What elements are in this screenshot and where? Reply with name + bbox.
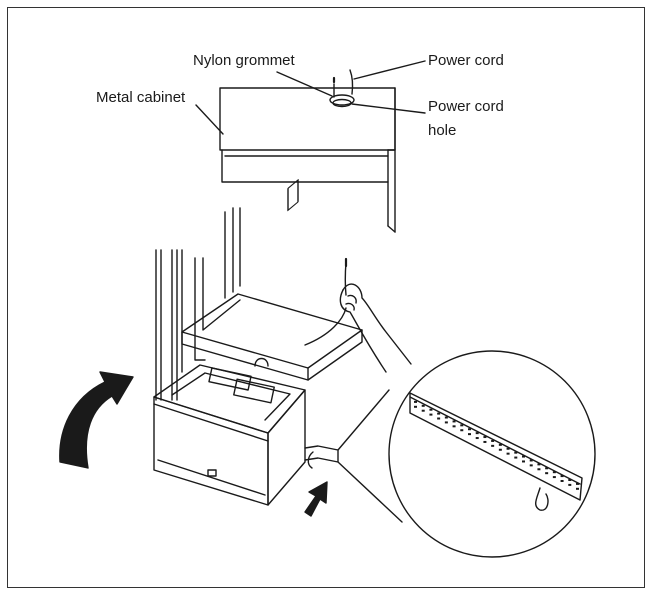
leader-power-cord — [353, 60, 426, 80]
rail-hole — [460, 424, 464, 427]
label-power-cord: Power cord — [428, 52, 504, 69]
rail-hole — [522, 460, 525, 463]
rail-hole — [514, 451, 518, 454]
curved-arrow-icon — [59, 371, 134, 469]
label-power-cord-hole-line1: Power cord — [428, 98, 504, 115]
rail-hole — [568, 478, 572, 481]
rail-hole — [483, 440, 487, 443]
diagram-frame — [7, 7, 645, 588]
rail-hole — [452, 420, 456, 423]
hand-icon — [339, 283, 412, 373]
rail-hole — [421, 409, 425, 412]
rail-hole — [429, 408, 433, 411]
rail-hole — [475, 432, 479, 435]
rail-hole — [468, 433, 471, 436]
wall-frame — [155, 207, 241, 401]
rail-hole — [560, 479, 564, 482]
power-cord-top — [333, 69, 354, 98]
rail-hole — [506, 452, 510, 455]
rail-hole — [414, 405, 417, 408]
metal-cabinet — [219, 87, 396, 233]
rail-hole — [552, 476, 556, 479]
power-cord-hanging — [304, 261, 347, 346]
rail-hole — [529, 459, 533, 462]
rail-hole — [537, 463, 541, 466]
zoom-callout — [337, 350, 596, 558]
rail-hole — [483, 436, 487, 439]
rail-hole — [444, 416, 448, 419]
grommet-icon — [329, 94, 355, 108]
rail-hole — [529, 464, 533, 467]
rail-hole — [491, 439, 495, 442]
leader-nylon-grommet — [276, 71, 333, 97]
rail-hole — [468, 428, 471, 431]
leader-metal-cabinet — [195, 104, 224, 135]
rail-hole — [506, 447, 510, 450]
rail-hole — [414, 400, 417, 403]
rail-hole — [429, 413, 433, 416]
rail-hole — [498, 448, 502, 451]
rail-hole — [576, 482, 579, 485]
rail-hole — [444, 421, 448, 424]
rail-hole — [421, 404, 425, 407]
rail-hole — [545, 472, 549, 475]
straight-arrow-icon — [304, 481, 328, 517]
label-nylon-grommet: Nylon grommet — [193, 52, 295, 69]
leader-power-cord-hole — [351, 103, 426, 114]
label-metal-cabinet: Metal cabinet — [96, 89, 186, 106]
rail-hole — [437, 417, 441, 420]
rail-hole — [537, 468, 541, 471]
rail-hole — [491, 444, 495, 447]
label-power-cord-hole-line2: hole — [428, 122, 457, 139]
rail-hole — [576, 487, 579, 490]
rail-holes — [414, 400, 579, 490]
rail-hole — [498, 443, 502, 446]
rail-hole — [568, 483, 572, 486]
rail-hole — [560, 475, 564, 478]
microwave — [153, 179, 339, 506]
rail-hole — [552, 471, 556, 474]
lower-cabinet — [181, 293, 363, 381]
rail-hole — [545, 467, 549, 470]
rail-hole — [437, 412, 441, 415]
rail-hole — [514, 456, 518, 459]
rail-hole — [522, 455, 525, 458]
rail-hole — [460, 429, 464, 432]
rail-hole — [475, 437, 479, 440]
rail-hole — [452, 425, 456, 428]
